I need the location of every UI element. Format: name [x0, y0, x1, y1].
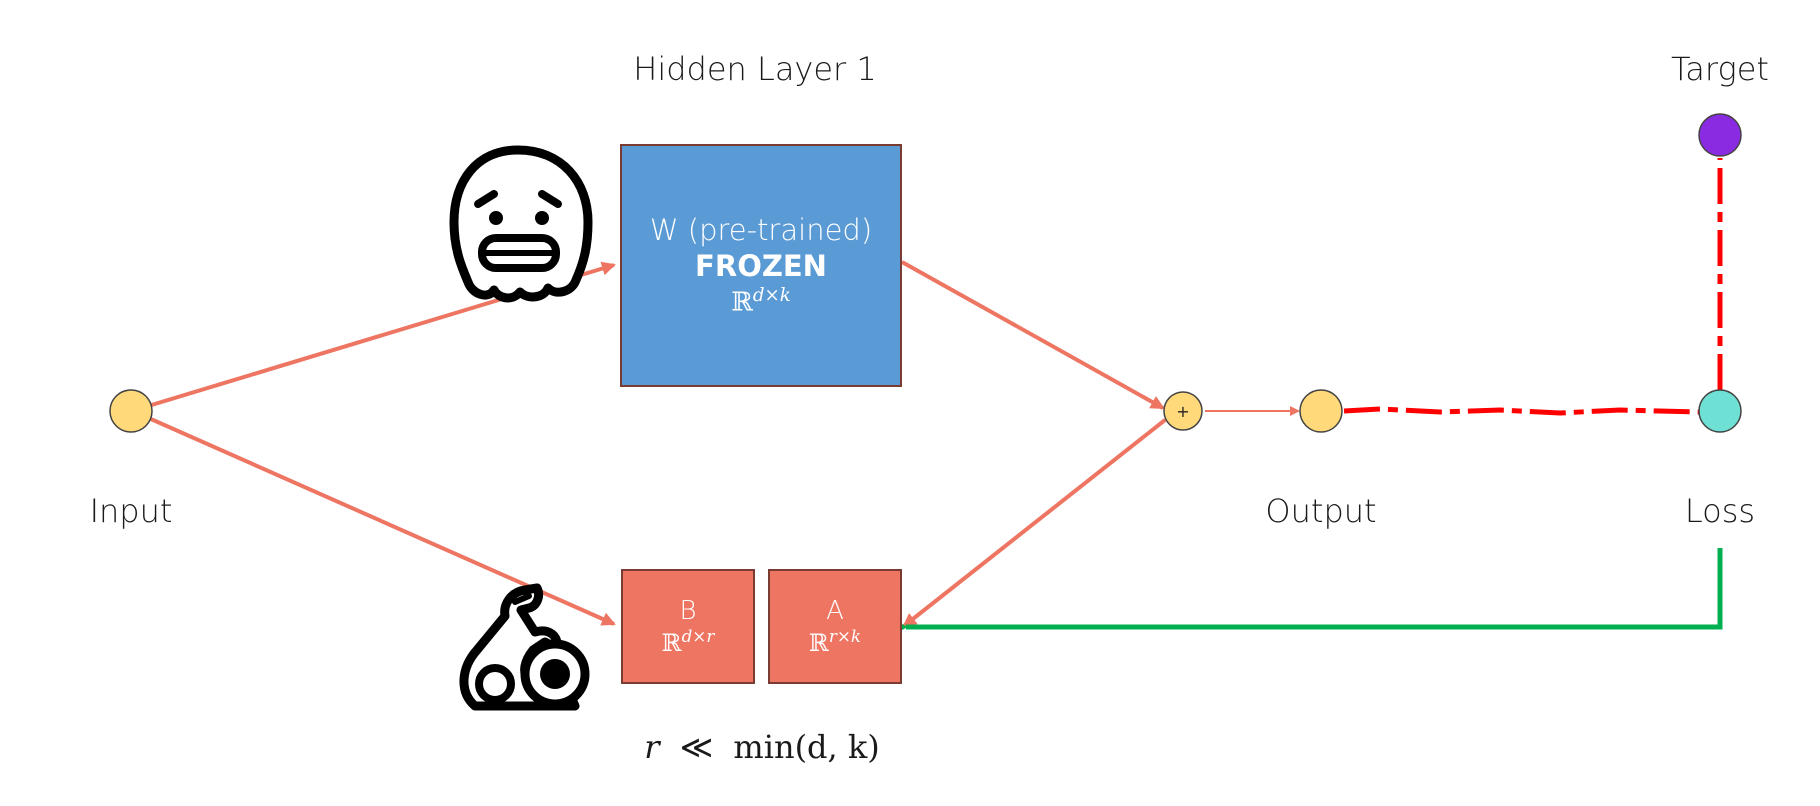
lora-b-box: B ℝd×r — [621, 569, 755, 684]
edge-w-to-sum — [901, 260, 1165, 410]
loss-line-output-to-loss — [1343, 406, 1701, 416]
grimacing-face-icon — [449, 145, 593, 303]
w-box-space: ℝd×k — [731, 285, 791, 318]
b-box-space-sup: d×r — [681, 626, 715, 646]
hidden-layer-label: Hidden Layer 1 — [633, 50, 877, 88]
input-label: Input — [89, 492, 173, 530]
edge-sum-to-a — [902, 407, 1179, 628]
a-box-space-sup: r×k — [828, 626, 862, 646]
gradient-feedback-arrow — [892, 548, 1723, 635]
output-label: Output — [1265, 492, 1377, 530]
b-box-space: ℝd×r — [662, 626, 715, 657]
a-box-name: A — [826, 596, 844, 626]
w-box-title: W (pre-trained) — [649, 213, 873, 248]
a-box-space-base: ℝ — [808, 629, 829, 657]
a-box-space: ℝr×k — [809, 626, 861, 657]
rank-constraint-formula: r ≪ min(d, k) — [644, 728, 880, 766]
bodybuilder-icon — [459, 583, 590, 711]
loss-node — [1698, 389, 1742, 433]
target-label: Target — [1671, 50, 1769, 88]
output-node — [1299, 389, 1343, 433]
b-box-name: B — [679, 596, 697, 626]
w-box-frozen: FROZEN — [695, 249, 827, 284]
b-box-space-base: ℝ — [661, 629, 682, 657]
formula-op: ≪ — [679, 728, 714, 766]
sum-symbol: + — [1176, 402, 1189, 421]
formula-rest: min(d, k) — [733, 728, 880, 766]
input-node — [109, 389, 153, 433]
w-box-space-sup: d×k — [752, 285, 791, 307]
lora-a-box: A ℝr×k — [768, 569, 902, 684]
w-box-space-base: ℝ — [731, 287, 753, 318]
target-node — [1698, 113, 1742, 157]
formula-r: r — [644, 728, 660, 766]
w-pretrained-box: W (pre-trained) FROZEN ℝd×k — [620, 144, 902, 387]
loss-label: Loss — [1684, 492, 1756, 530]
sum-node — [1163, 391, 1203, 431]
